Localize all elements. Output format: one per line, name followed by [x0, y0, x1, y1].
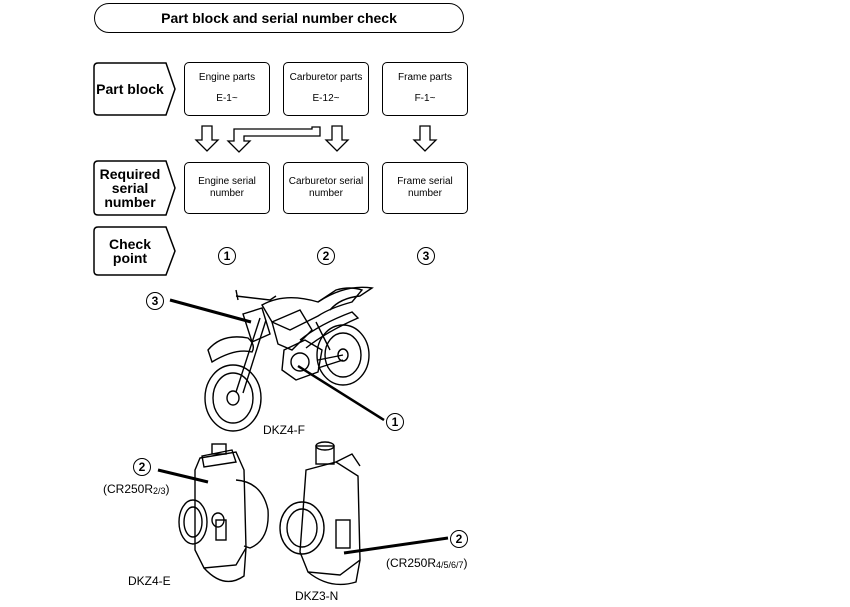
- carb-left-model-note: (CR250R2/3): [103, 482, 170, 496]
- tag-shape: [93, 160, 176, 216]
- row-label-required-serial: Required serial number: [92, 160, 176, 216]
- row-label-part-block: Part block: [92, 62, 176, 116]
- callout-engine-1: 1: [386, 413, 404, 431]
- page-title: Part block and serial number check: [94, 3, 464, 33]
- tag-shape: [93, 62, 176, 116]
- callout-carb-right-2: 2: [450, 530, 468, 548]
- bike-model-label: DKZ4-F: [263, 423, 305, 437]
- carb-right-model-label: DKZ3-N: [295, 589, 339, 603]
- tag-shape: [93, 226, 176, 276]
- carb-left-model-label: DKZ4-E: [128, 574, 171, 588]
- check-point-2: 2: [317, 247, 335, 265]
- callout-carb-left-2: 2: [133, 458, 151, 476]
- row-label-text: Required serial number: [99, 166, 161, 210]
- carb-right-model-note: (CR250R4/5/6/7): [386, 556, 468, 570]
- callout-frame-3: 3: [146, 292, 164, 310]
- row-label-text: Part block: [96, 81, 164, 97]
- check-point-3: 3: [417, 247, 435, 265]
- check-point-1: 1: [218, 247, 236, 265]
- row-label-check-point: Check point: [92, 226, 176, 276]
- row-label-text: Check point: [108, 236, 152, 266]
